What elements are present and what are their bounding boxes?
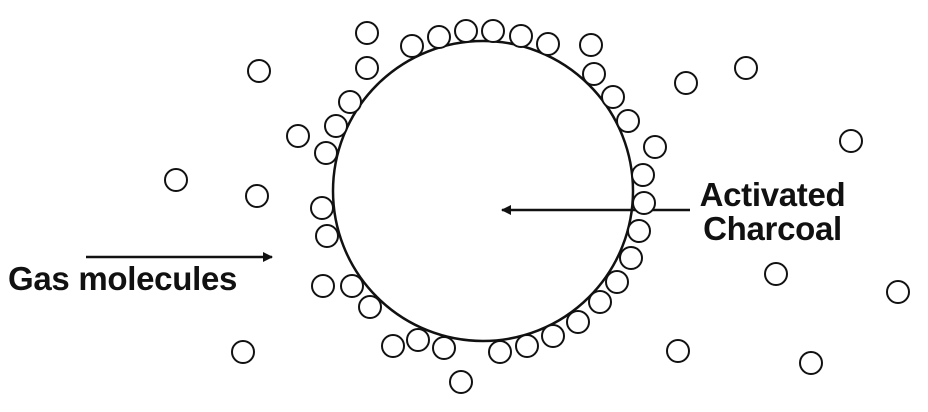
adsorbed-molecule — [338, 90, 362, 114]
adsorbed-molecule — [427, 25, 451, 49]
adsorbed-molecule — [310, 196, 334, 220]
adsorbed-molecule — [582, 62, 606, 86]
adsorbed-molecule — [381, 334, 405, 358]
adsorbed-molecule — [315, 224, 339, 248]
adsorbed-molecule — [509, 24, 533, 48]
adsorbed-molecule — [541, 324, 565, 348]
charcoal-label-line1: Activated — [699, 176, 846, 213]
adsorbed-molecule — [358, 295, 382, 319]
gas-molecules-label: Gas molecules — [8, 260, 238, 297]
gas-molecule — [674, 71, 698, 95]
gas-molecule — [839, 129, 863, 153]
adsorbed-molecule — [406, 328, 430, 352]
adsorbed-molecule — [454, 19, 478, 43]
adsorbed-molecule — [314, 141, 338, 165]
adsorbed-molecule — [619, 246, 643, 270]
adsorbed-molecule — [588, 290, 612, 314]
gas-molecule — [247, 59, 271, 83]
adsorbed-molecule — [643, 135, 667, 159]
gas-molecule — [764, 262, 788, 286]
charcoal-particle — [331, 39, 635, 343]
adsorbed-molecule — [355, 56, 379, 80]
adsorbed-molecule — [579, 33, 603, 57]
adsorbed-molecule — [481, 19, 505, 43]
gas-molecule — [886, 280, 910, 304]
gas-molecule — [245, 184, 269, 208]
adsorbed-molecule — [631, 163, 655, 187]
gas-molecule — [164, 168, 188, 192]
gas-molecule — [231, 340, 255, 364]
adsorbed-molecule — [536, 32, 560, 56]
adsorbed-molecules — [310, 19, 667, 364]
gas-molecule — [734, 56, 758, 80]
adsorbed-molecule — [605, 270, 629, 294]
adsorbed-molecule — [432, 336, 456, 360]
adsorbed-molecule — [632, 191, 656, 215]
adsorbed-molecule — [566, 310, 590, 334]
free-molecules — [164, 21, 910, 394]
adsorbed-molecule — [340, 274, 364, 298]
gas-molecule — [666, 339, 690, 363]
gas-molecule — [449, 370, 473, 394]
adsorbed-molecule — [400, 34, 424, 58]
adsorbed-molecule — [616, 109, 640, 133]
charcoal-label-line2: Charcoal — [703, 210, 842, 247]
charcoal-label: Activated Charcoal — [690, 178, 855, 246]
adsorbed-molecule — [515, 334, 539, 358]
adsorbed-molecule — [324, 114, 348, 138]
gas-molecule — [799, 351, 823, 375]
adsorbed-molecule — [311, 274, 335, 298]
adsorbed-molecule — [488, 340, 512, 364]
gas-molecule — [355, 21, 379, 45]
adsorbed-molecule — [627, 219, 651, 243]
gas-molecule — [286, 124, 310, 148]
adsorbed-molecule — [601, 85, 625, 109]
